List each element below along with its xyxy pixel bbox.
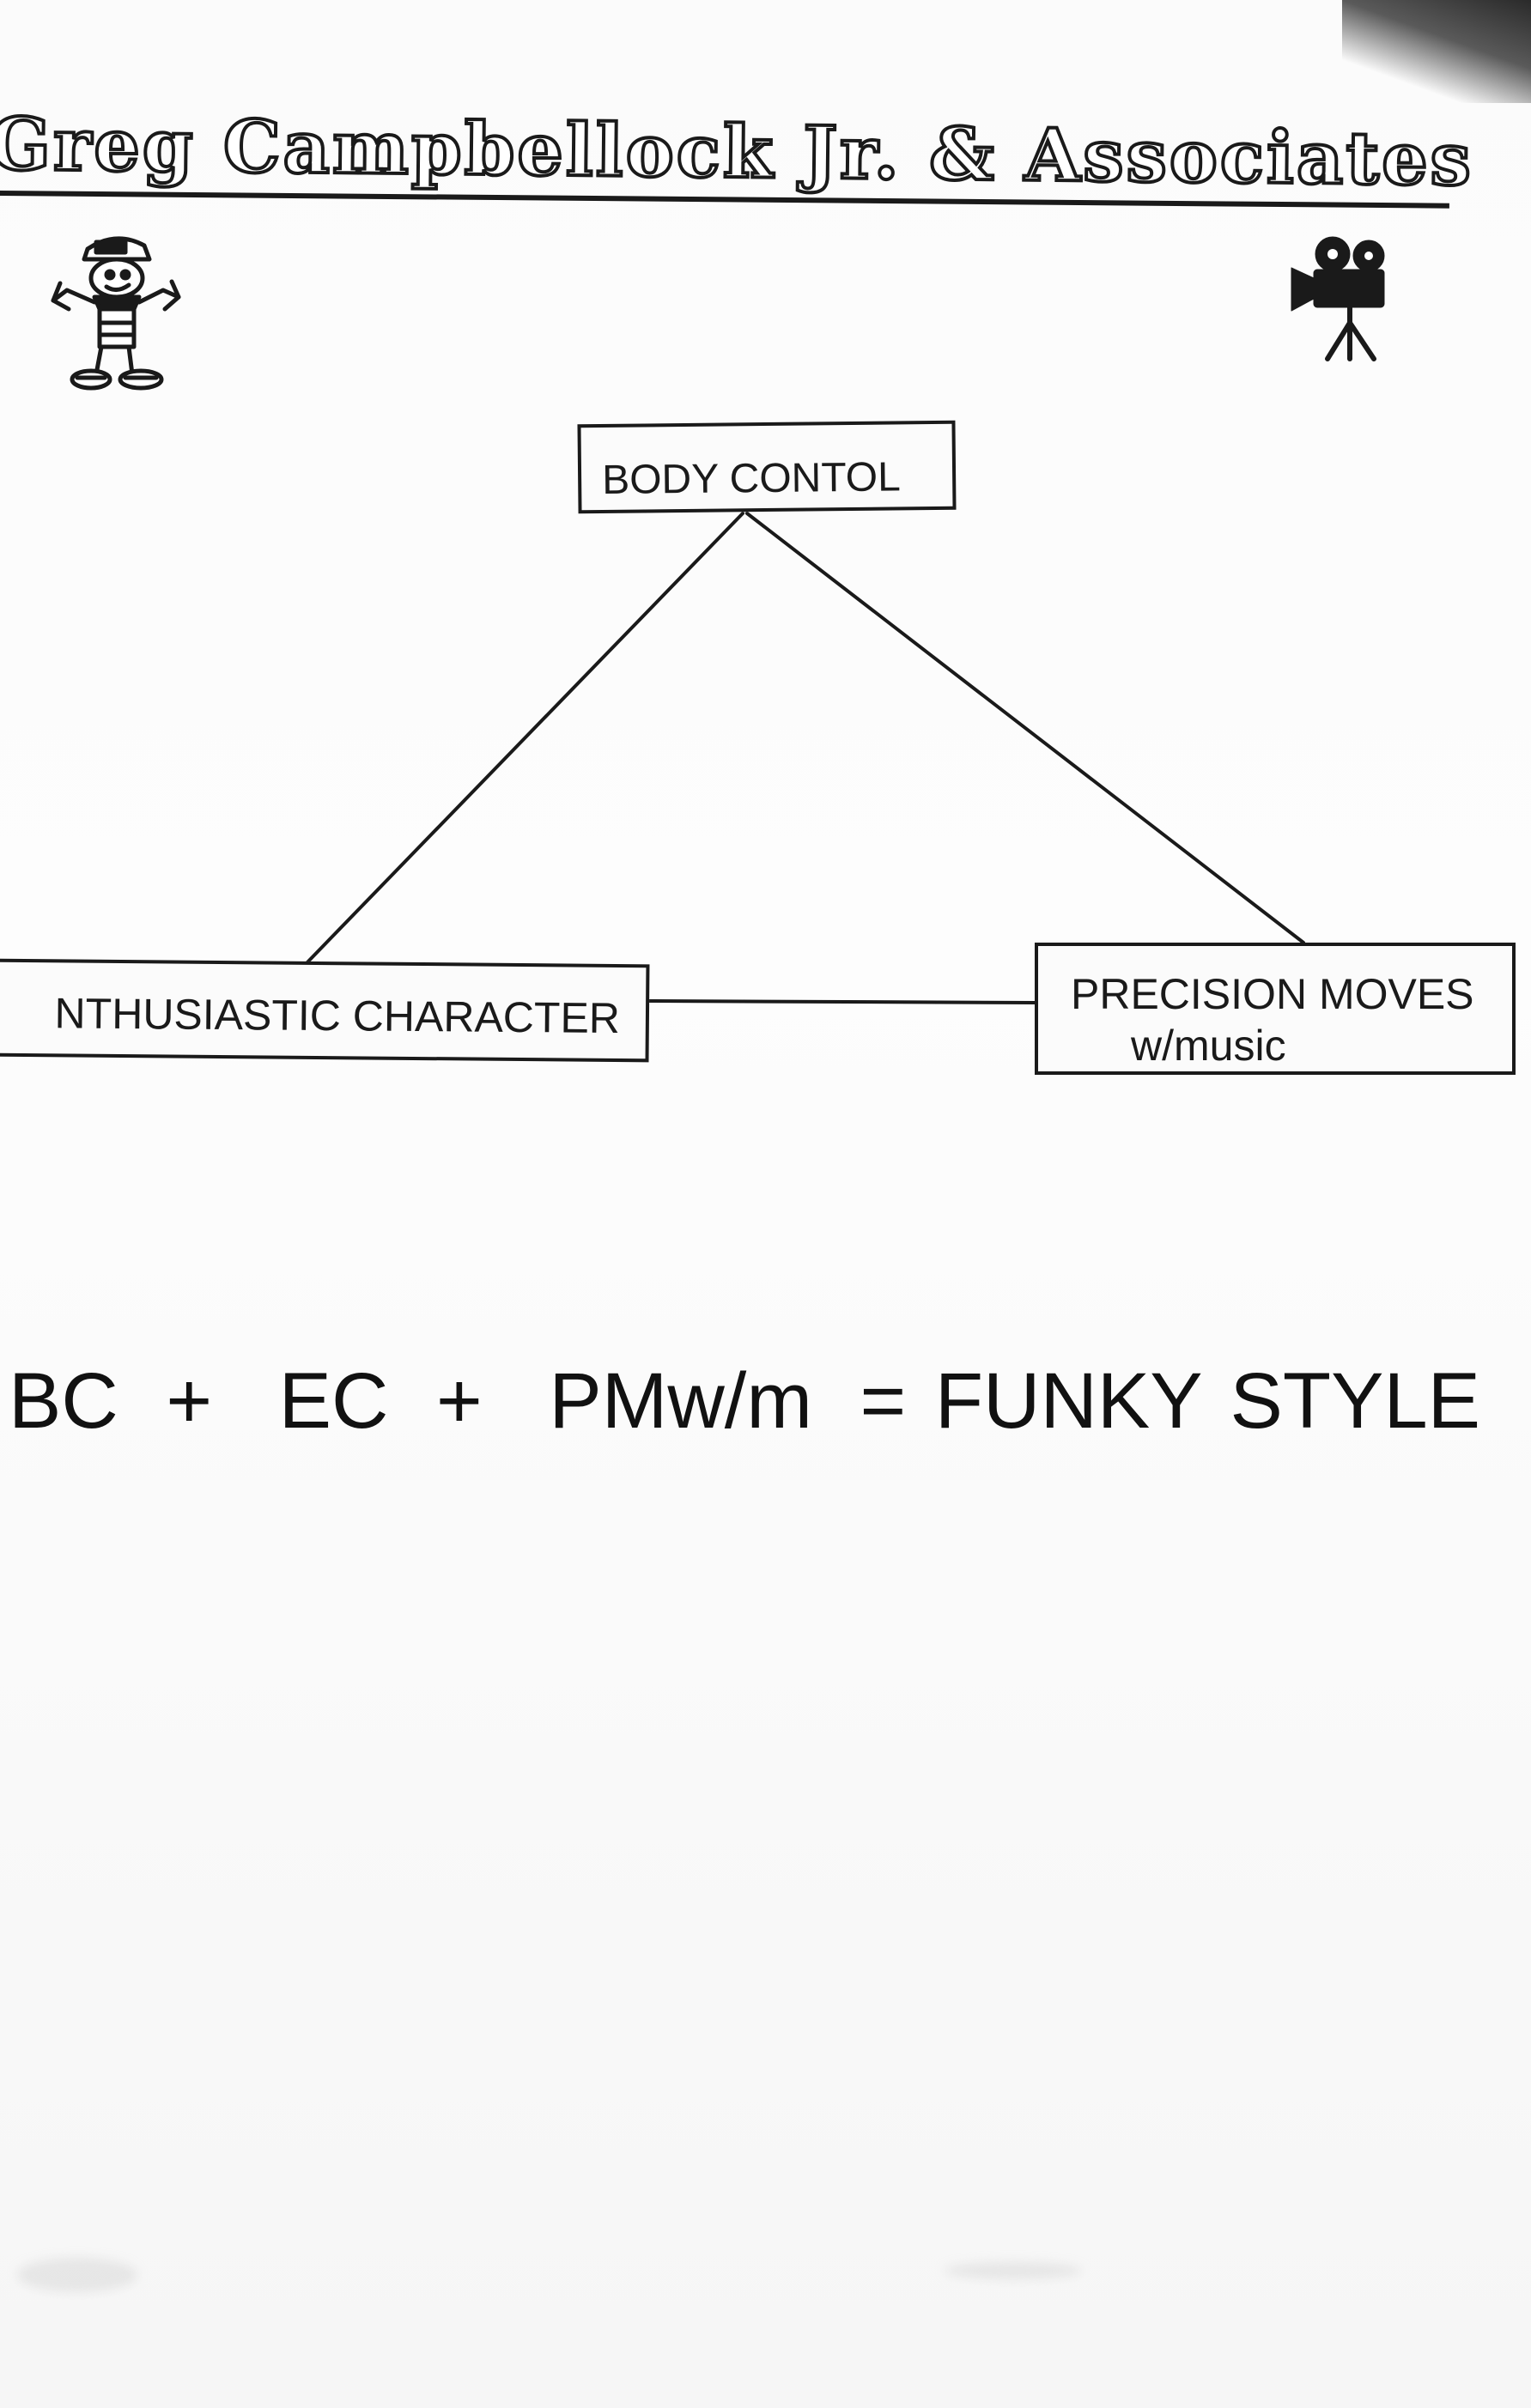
paper-smudge bbox=[945, 2262, 1082, 2279]
equation-plus-1: + bbox=[166, 1357, 213, 1445]
background-corner bbox=[1342, 0, 1531, 103]
equation-plus-2: + bbox=[436, 1357, 483, 1445]
node-precision-moves-sublabel: w/music bbox=[1131, 1022, 1286, 1070]
node-precision-moves-label: PRECISION MOVES bbox=[1071, 970, 1474, 1018]
equation-term-bc: BC bbox=[9, 1357, 118, 1445]
equation-result: = FUNKY STYLE bbox=[860, 1357, 1480, 1445]
connector-enthusiastic-to-precision bbox=[647, 999, 1036, 1004]
funky-style-diagram: BODY CONTOL NTHUSIASTIC CHARACTER PRECIS… bbox=[0, 412, 1531, 1099]
equation-term-ec: EC bbox=[278, 1357, 389, 1445]
node-body-control-label: BODY CONTOL bbox=[601, 454, 902, 504]
cartoon-mascot-icon bbox=[51, 236, 181, 391]
equation: BC + EC + PMw/m = FUNKY STYLE bbox=[9, 1356, 1499, 1447]
diagram-connectors bbox=[303, 512, 1305, 1004]
equation-term-pmwm: PMw/m bbox=[549, 1357, 812, 1445]
node-precision-moves: PRECISION MOVES w/music bbox=[1035, 943, 1516, 1075]
node-enthusiastic-character: NTHUSIASTIC CHARACTER bbox=[0, 958, 650, 1063]
header-title: Greg Campbellock Jr. & Associates bbox=[0, 100, 1475, 203]
film-camera-icon bbox=[1291, 236, 1385, 361]
paper-smudge bbox=[17, 2258, 137, 2292]
connector-body-to-precision bbox=[745, 512, 1305, 944]
node-enthusiastic-character-label: NTHUSIASTIC CHARACTER bbox=[54, 989, 621, 1043]
node-body-control: BODY CONTOL bbox=[577, 420, 957, 514]
connector-body-to-enthusiastic bbox=[303, 512, 744, 967]
